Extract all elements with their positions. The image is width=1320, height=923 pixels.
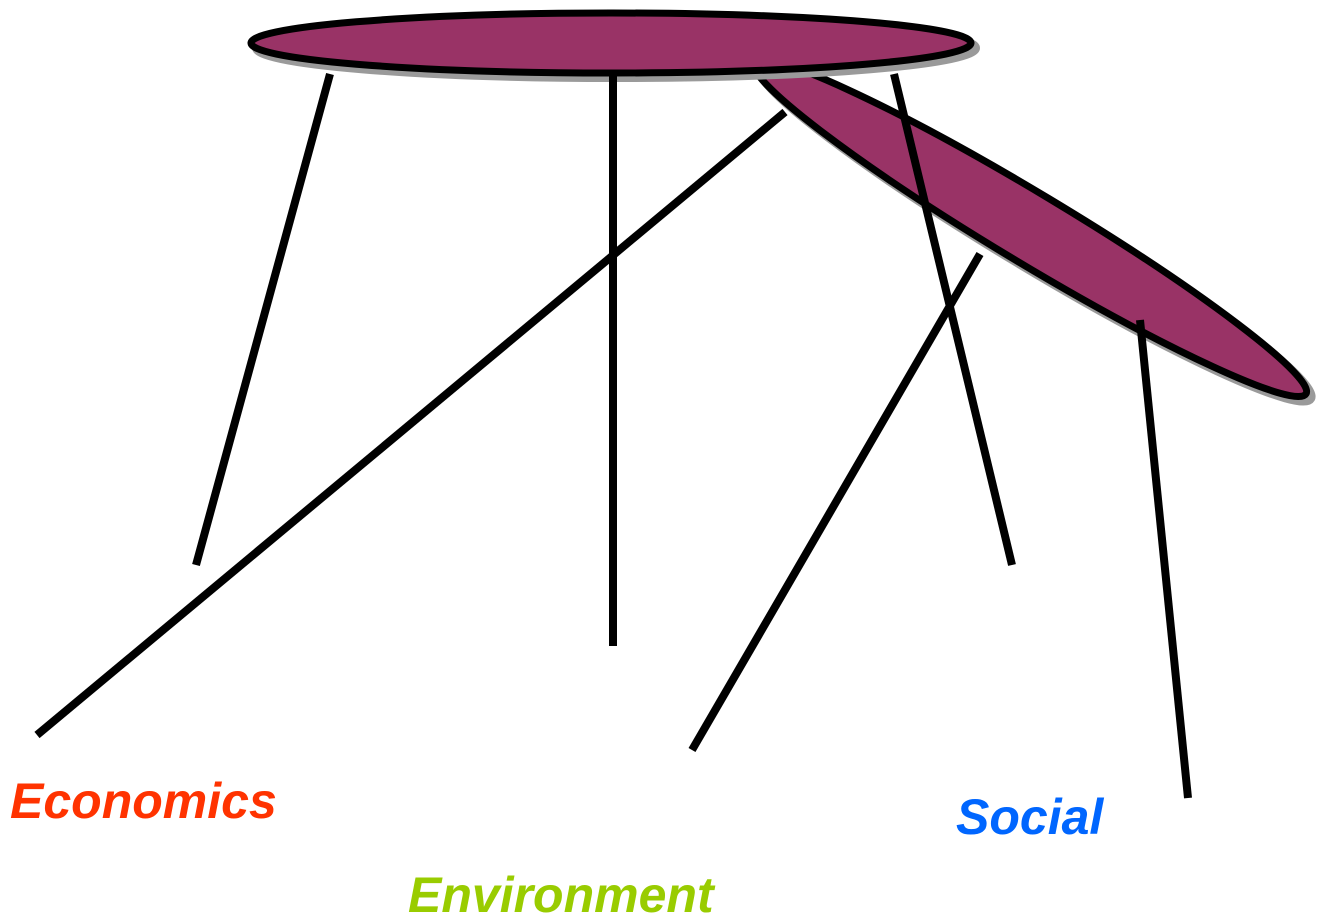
- leg-left: [192, 72, 334, 567]
- environment-label: Environment: [408, 867, 714, 923]
- leg-tilted-social: [1136, 319, 1192, 799]
- tilted-seat: [749, 55, 1316, 406]
- upright-seat-top: [247, 9, 975, 77]
- leg-right: [890, 73, 1016, 566]
- social-label: Social: [956, 789, 1104, 845]
- stool-legs: [34, 72, 1192, 799]
- leg-tilted-economics: [34, 108, 788, 739]
- economics-label: Economics: [10, 773, 277, 829]
- upright-seat: [247, 9, 980, 82]
- leg-tilted-environment: [688, 251, 984, 753]
- tilted-seat-top: [749, 55, 1311, 401]
